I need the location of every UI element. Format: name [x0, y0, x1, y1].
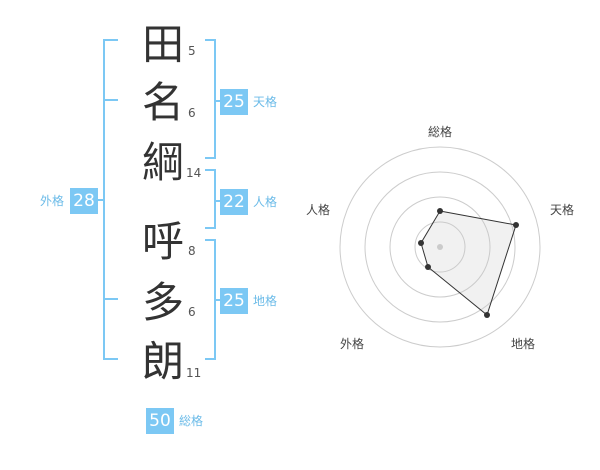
radar-point-gaikaku — [425, 264, 431, 270]
soukaku-value: 50 — [146, 408, 174, 434]
radar-label-gaikaku: 外格 — [340, 337, 365, 351]
chikaku-value: 25 — [220, 288, 248, 314]
radar-ring-2 — [389, 196, 491, 298]
name-char-4: 呼 — [142, 217, 185, 266]
gaikaku-value: 28 — [70, 188, 98, 214]
radar-point-jinkaku — [418, 240, 424, 246]
radar-point-tenkaku — [513, 222, 519, 228]
jinkaku-value: 22 — [220, 189, 248, 215]
stroke-count-3: 14 — [186, 166, 202, 180]
stroke-count-5: 6 — [188, 305, 196, 319]
radar-label-tenkaku: 天格 — [550, 203, 575, 217]
radar-center — [437, 244, 443, 250]
radar-polygon — [420, 210, 517, 316]
chikaku-label: 地格 — [253, 294, 278, 308]
soukaku-label: 総格 — [179, 414, 204, 428]
tenkaku-label: 天格 — [253, 95, 278, 109]
gaikaku-bracket — [103, 39, 118, 360]
stroke-count-4: 8 — [188, 244, 196, 258]
name-char-6: 朗 — [142, 337, 185, 386]
radar-label-jinkaku: 人格 — [306, 203, 331, 217]
radar-label-chikaku: 地格 — [511, 337, 536, 351]
radar-label-soukaku: 総格 — [428, 125, 453, 139]
radar-chart — [339, 146, 541, 348]
tenkaku-value: 25 — [220, 89, 248, 115]
name-char-2: 名 — [142, 78, 185, 127]
name-char-1: 田 — [142, 20, 185, 69]
jinkaku-bracket — [205, 169, 216, 229]
tenkaku-bracket — [205, 39, 216, 159]
radar-ring-3 — [364, 171, 516, 323]
stroke-count-1: 5 — [188, 44, 196, 58]
radar-point-soukaku — [437, 208, 443, 214]
chikaku-bracket — [205, 239, 216, 360]
stroke-count-2: 6 — [188, 106, 196, 120]
name-char-3: 綱 — [142, 138, 185, 187]
jinkaku-label: 人格 — [253, 195, 278, 209]
radar-ring-4 — [339, 146, 541, 348]
radar-ring-1 — [414, 221, 466, 273]
gaikaku-label: 外格 — [40, 194, 65, 208]
stroke-count-6: 11 — [186, 366, 202, 380]
name-char-5: 多 — [142, 278, 185, 327]
radar-point-chikaku — [484, 312, 490, 318]
